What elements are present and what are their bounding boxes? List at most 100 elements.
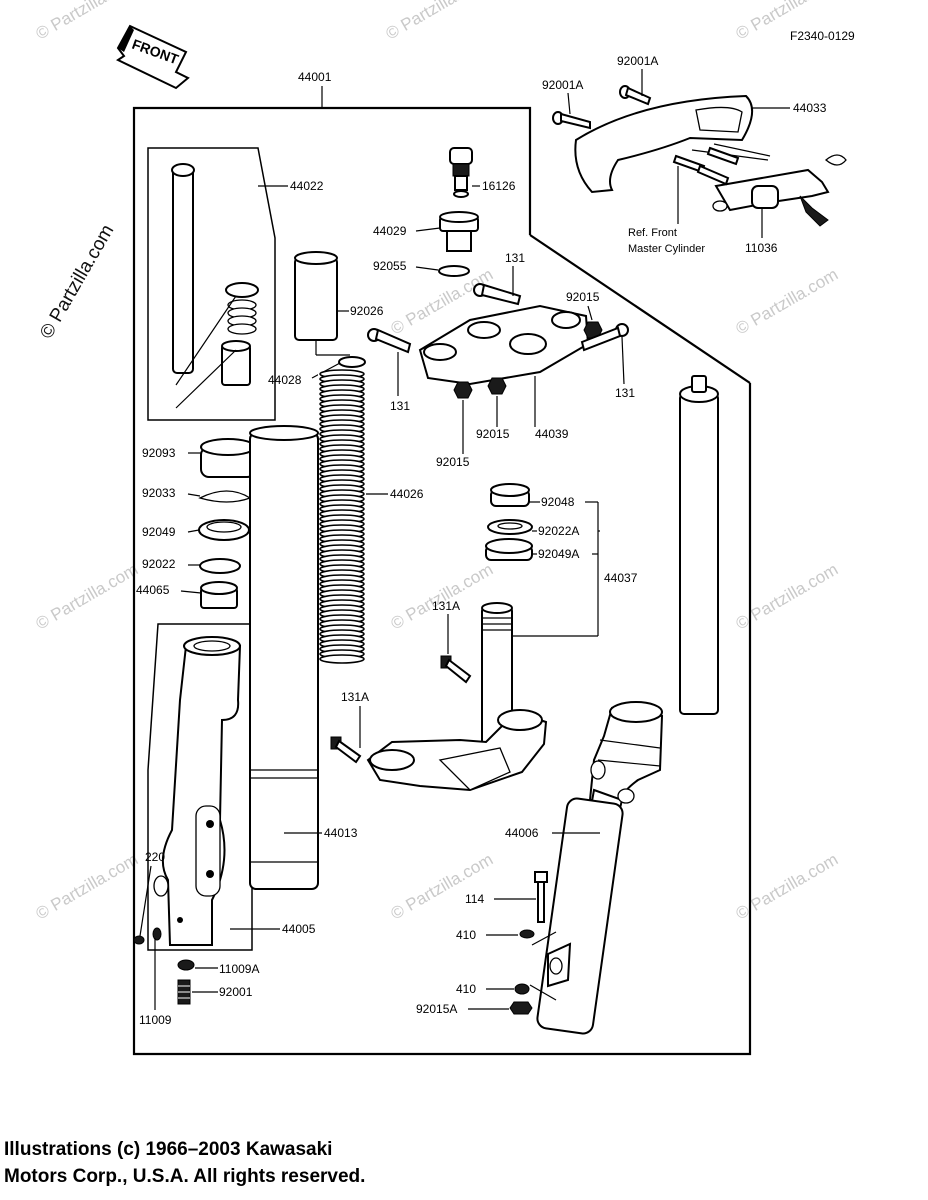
watermark: © Partzilla.com (733, 560, 842, 634)
label-131-left: 131 (390, 399, 410, 413)
label-92015A: 92015A (416, 1002, 457, 1016)
bolt-131-right (580, 323, 629, 352)
oil-seal-92049 (198, 519, 250, 541)
nut-92015-b (487, 377, 507, 395)
cap-16126 (449, 147, 473, 198)
label-131-right: 131 (615, 386, 635, 400)
label-44013: 44013 (324, 826, 358, 840)
label-44026: 44026 (390, 487, 424, 501)
label-92001A-2: 92001A (617, 54, 658, 68)
bolt-44029 (439, 211, 479, 252)
spring-coil (319, 654, 365, 664)
label-220: 220 (145, 850, 165, 864)
watermark: © Partzilla.com (388, 850, 497, 924)
label-131A-2: 131A (341, 690, 369, 704)
watermark: © Partzilla.com (33, 560, 142, 634)
watermark: © Partzilla.com (383, 0, 492, 43)
nut-92015-a (453, 381, 473, 399)
damper-rod (172, 167, 194, 374)
watermark-dark: © Partzilla.com (36, 221, 118, 342)
handlebar-cover-44033 (574, 94, 753, 194)
inner-tube-44013 (249, 425, 319, 890)
label-44028: 44028 (268, 373, 302, 387)
watermark: © Partzilla.com (733, 265, 842, 339)
label-16126: 16126 (482, 179, 516, 193)
label-92049: 92049 (142, 525, 176, 539)
label-131-top: 131 (505, 251, 525, 265)
label-44037: 44037 (604, 571, 638, 585)
label-92001A-1: 92001A (542, 78, 583, 92)
washer-410-1 (519, 929, 535, 939)
screw-cover-1 (672, 146, 740, 186)
label-92048: 92048 (541, 495, 575, 509)
washer-44028 (338, 356, 366, 368)
label-44001: 44001 (298, 70, 332, 84)
label-11036: 11036 (745, 241, 778, 255)
oring-92055 (438, 265, 470, 277)
label-11009A: 11009A (219, 962, 259, 976)
washer-410-2 (514, 983, 530, 995)
label-44033: 44033 (793, 101, 827, 115)
label-44065: 44065 (136, 583, 170, 597)
nut-92015A (509, 1001, 533, 1015)
kit-box-44022 (147, 147, 276, 421)
washer-92022 (199, 558, 241, 574)
label-92015-top: 92015 (566, 290, 600, 304)
watermark: © Partzilla.com (388, 560, 497, 634)
outer-tube-44005 (153, 636, 242, 946)
label-92049A: 92049A (538, 547, 579, 561)
spacer-92026 (294, 251, 338, 341)
lower-bracket-steering-stem (366, 602, 548, 792)
fork-spring-44026 (318, 369, 366, 664)
front-arrow-icon: FRONT (115, 24, 190, 90)
dust-seal-92093 (200, 438, 256, 478)
diagram-code: F2340-0129 (790, 29, 855, 43)
copyright-notice: Illustrations (c) 1966–2003 Kawasaki Mot… (4, 1136, 365, 1190)
label-11009: 11009 (139, 1013, 172, 1027)
label-92015-a: 92015 (476, 427, 510, 441)
screw-92001A-2 (619, 85, 652, 106)
label-92022: 92022 (142, 557, 176, 571)
label-44029: 44029 (373, 224, 407, 238)
clip-92033 (198, 490, 252, 503)
seal-92049A (485, 538, 533, 561)
gasket-11009 (152, 927, 162, 941)
bolt-131-top (473, 283, 522, 306)
assembly-frame-44001 (132, 106, 752, 1056)
rebound-spring (227, 299, 257, 335)
watermark: © Partzilla.com (733, 850, 842, 924)
fork-leg-44006 (536, 375, 719, 1035)
label-44039: 44039 (535, 427, 569, 441)
label-92001: 92001 (219, 985, 253, 999)
rebound-ring (225, 282, 259, 298)
label-92055: 92055 (373, 259, 407, 273)
copyright-line-1: Illustrations (c) 1966–2003 Kawasaki (4, 1139, 333, 1160)
clamp-11036 (712, 154, 847, 227)
label-92015-b: 92015 (436, 455, 470, 469)
label-410-1: 410 (456, 928, 476, 942)
bushing-44065 (200, 581, 238, 609)
bolt-131A-1 (440, 655, 472, 684)
dust-seal-92048 (490, 483, 530, 507)
label-92026: 92026 (350, 304, 384, 318)
label-44022: 44022 (290, 179, 324, 193)
screw-92001A-1 (552, 111, 591, 130)
label-ref-front-1: Ref. Front (628, 227, 677, 239)
label-44005: 44005 (282, 922, 316, 936)
label-92033: 92033 (142, 486, 176, 500)
watermark: © Partzilla.com (33, 850, 142, 924)
label-92022A: 92022A (538, 524, 579, 538)
upper-bracket-44039 (418, 304, 590, 386)
label-92093: 92093 (142, 446, 176, 460)
label-ref-front-2: Master Cylinder (628, 243, 705, 255)
label-44006: 44006 (505, 826, 539, 840)
frame-diagonal (529, 234, 751, 384)
gasket-11009A (177, 959, 195, 971)
label-410-2: 410 (456, 982, 476, 996)
label-114: 114 (465, 892, 484, 906)
bolt-114 (534, 871, 548, 923)
copyright-line-2: Motors Corp., U.S.A. All rights reserved… (4, 1166, 366, 1187)
bolt-131A-2 (330, 736, 362, 764)
screw-220 (133, 935, 145, 945)
